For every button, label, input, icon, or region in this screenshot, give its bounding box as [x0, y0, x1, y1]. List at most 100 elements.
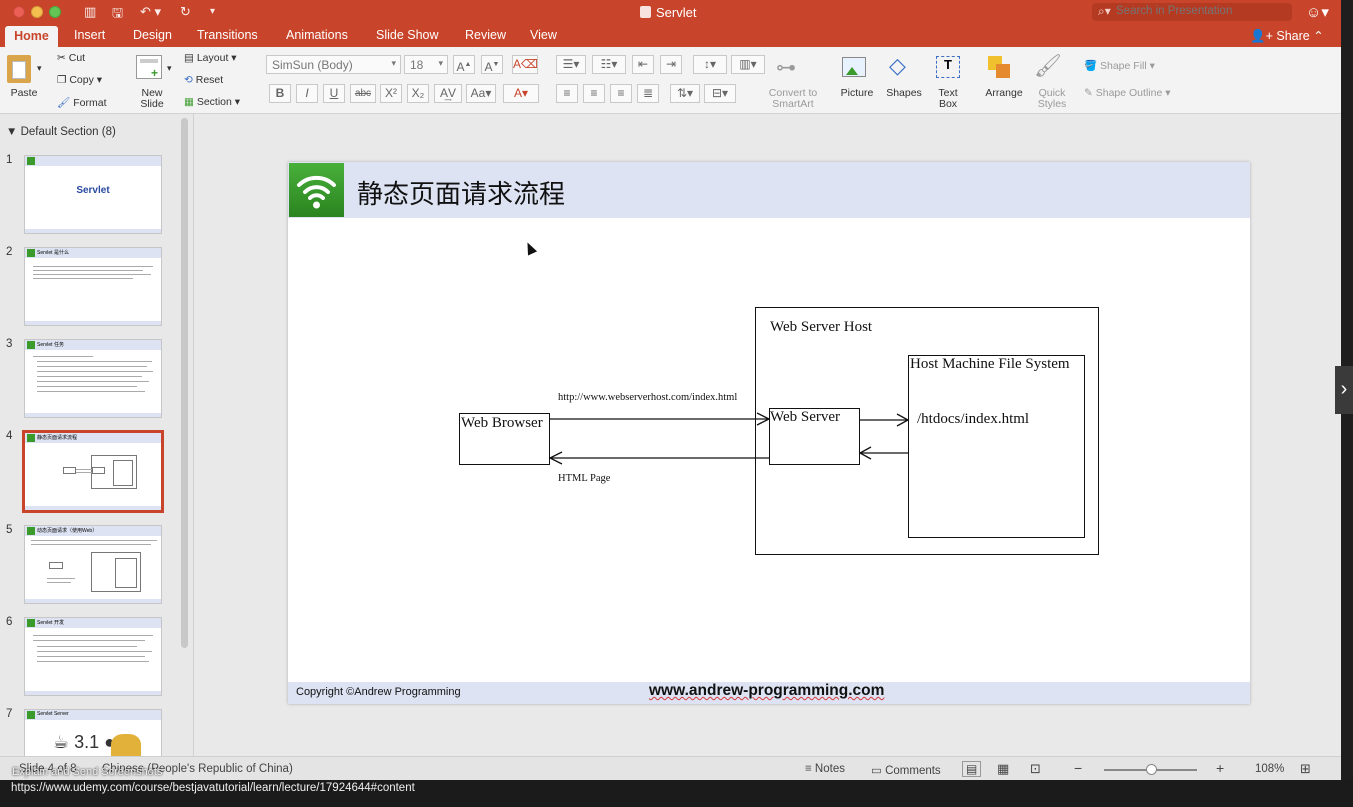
bullets-icon[interactable]: ☰▾: [556, 55, 586, 74]
align-text-icon[interactable]: ⊟▾: [704, 84, 736, 103]
section-header[interactable]: ▼ Default Section (8): [6, 126, 116, 138]
thumbnail-slide-1[interactable]: Servlet: [24, 155, 162, 234]
tab-slide-show[interactable]: Slide Show: [376, 28, 439, 42]
thumbnails-scrollbar[interactable]: [181, 118, 188, 648]
section-button[interactable]: ▦ Section ▾: [184, 96, 241, 108]
text-direction-icon[interactable]: ⇅▾: [670, 84, 700, 103]
align-left-icon[interactable]: ≡: [556, 84, 578, 103]
numbering-icon[interactable]: ☷▾: [592, 55, 626, 74]
new-slide-label[interactable]: New Slide: [140, 87, 164, 110]
tab-transitions[interactable]: Transitions: [197, 28, 258, 42]
shape-outline-button[interactable]: ✎ Shape Outline ▾: [1084, 87, 1171, 99]
underline-icon[interactable]: U: [323, 84, 345, 103]
tab-home[interactable]: Home: [5, 26, 58, 47]
quick-styles-icon[interactable]: 🖌: [1034, 53, 1062, 78]
redo-icon[interactable]: ↻: [180, 4, 191, 19]
format-painter-button[interactable]: 🖌 Format: [57, 96, 107, 109]
arrange-label[interactable]: Arrange: [985, 87, 1023, 99]
language-status[interactable]: Chinese (People's Republic of China): [102, 763, 293, 775]
font-color-icon[interactable]: A▾: [503, 84, 539, 103]
bold-icon[interactable]: B: [269, 84, 291, 103]
expand-panel-chevron-icon[interactable]: ›: [1335, 366, 1353, 414]
text-box-icon[interactable]: T: [936, 56, 960, 78]
paste-dropdown-icon[interactable]: ▾: [37, 63, 42, 73]
text-box-label[interactable]: Text Box: [938, 87, 958, 110]
increase-font-icon[interactable]: A▲: [453, 55, 475, 74]
arrange-icon[interactable]: [988, 56, 1012, 78]
paste-label[interactable]: Paste: [10, 87, 38, 99]
current-slide[interactable]: 静态页面请求流程 Web Server Host Host Machine Fi…: [288, 162, 1250, 704]
slide-sorter-icon[interactable]: ▦: [997, 761, 1010, 776]
align-right-icon[interactable]: ≡: [610, 84, 632, 103]
columns-icon[interactable]: ▥▾: [731, 55, 765, 74]
fit-to-window-icon[interactable]: ⊞: [1300, 761, 1311, 776]
reset-button[interactable]: ⟲ Reset: [184, 74, 223, 86]
line-spacing-icon[interactable]: ↕▾: [693, 55, 727, 74]
paste-icon[interactable]: [7, 55, 31, 83]
slide-editing-canvas[interactable]: 静态页面请求流程 Web Server Host Host Machine Fi…: [195, 114, 1341, 756]
character-spacing-icon[interactable]: A͢V: [434, 84, 462, 103]
notes-button[interactable]: ≡ Notes: [805, 763, 845, 775]
web-browser-box[interactable]: [459, 413, 550, 465]
decrease-font-icon[interactable]: A▼: [481, 55, 503, 74]
url-text[interactable]: https://www.udemy.com/course/bestjavatut…: [11, 782, 415, 794]
share-button[interactable]: 👤+ Share ⌃: [1250, 28, 1324, 44]
zoom-slider-knob[interactable]: [1146, 764, 1157, 775]
thumbnail-slide-6[interactable]: Servlet 开发: [24, 617, 162, 696]
italic-icon[interactable]: I: [296, 84, 318, 103]
tab-design[interactable]: Design: [133, 28, 172, 42]
strikethrough-icon[interactable]: abc: [350, 84, 376, 103]
thumbnail-slide-3[interactable]: Servlet 任务: [24, 339, 162, 418]
increase-indent-icon[interactable]: ⇥: [660, 55, 682, 74]
subscript-icon[interactable]: X₂: [407, 84, 429, 103]
shapes-label[interactable]: Shapes: [886, 87, 922, 99]
web-server-box[interactable]: [769, 408, 860, 465]
customize-toolbar-icon[interactable]: ▾: [210, 6, 216, 17]
search-box[interactable]: ⌕▾: [1092, 3, 1292, 21]
new-slide-dropdown-icon[interactable]: ▾: [167, 63, 172, 73]
slide-title[interactable]: 静态页面请求流程: [357, 180, 566, 210]
close-window-button[interactable]: [13, 6, 25, 18]
file-system-box[interactable]: [908, 355, 1085, 538]
new-slide-icon[interactable]: +: [136, 55, 162, 80]
superscript-icon[interactable]: X²: [380, 84, 402, 103]
align-center-icon[interactable]: ≡: [583, 84, 605, 103]
tab-animations[interactable]: Animations: [286, 28, 348, 42]
collapse-ribbon-icon[interactable]: ⌃: [1313, 29, 1324, 43]
picture-label[interactable]: Picture: [840, 87, 874, 99]
zoom-out-icon[interactable]: −: [1074, 760, 1083, 776]
clear-formatting-icon[interactable]: A⌫: [512, 55, 538, 74]
layout-button[interactable]: ▤ Layout ▾: [184, 52, 237, 64]
comments-button[interactable]: ▭ Comments: [871, 763, 941, 777]
reading-view-icon[interactable]: ⊡: [1030, 761, 1041, 776]
convert-smartart-label[interactable]: Convert to SmartArt: [768, 87, 818, 110]
maximize-window-button[interactable]: [49, 6, 61, 18]
save-icon[interactable]: 🖫: [112, 5, 124, 20]
tab-review[interactable]: Review: [465, 28, 506, 42]
normal-view-icon[interactable]: ▤: [962, 761, 982, 777]
minimize-window-button[interactable]: [31, 6, 43, 18]
quick-styles-label[interactable]: Quick Styles: [1037, 87, 1067, 110]
picture-icon[interactable]: [842, 57, 866, 77]
zoom-in-icon[interactable]: +: [1216, 760, 1225, 776]
copy-button[interactable]: ❐ Copy ▾: [57, 74, 103, 86]
shapes-icon[interactable]: ◇: [889, 53, 906, 78]
search-input[interactable]: [1116, 5, 1286, 17]
zoom-level[interactable]: 108%: [1255, 763, 1285, 775]
font-name-select[interactable]: SimSun (Body)▾: [266, 55, 401, 74]
justify-icon[interactable]: ≣: [637, 84, 659, 103]
smartart-icon[interactable]: ⊶: [776, 57, 796, 79]
shape-fill-button[interactable]: 🪣 Shape Fill ▾: [1084, 60, 1155, 72]
undo-icon[interactable]: ↶ ▾: [140, 4, 162, 19]
tab-insert[interactable]: Insert: [74, 28, 106, 42]
change-case-icon[interactable]: Aa▾: [466, 84, 496, 103]
decrease-indent-icon[interactable]: ⇤: [632, 55, 654, 74]
font-size-select[interactable]: 18▾: [404, 55, 448, 74]
thumbnail-slide-4[interactable]: 静态页面请求流程: [22, 430, 164, 513]
feedback-smiley-icon[interactable]: ☺▾: [1306, 4, 1329, 21]
thumbnail-slide-7[interactable]: Servlet Server ☕ 3.1 ●: [24, 709, 162, 756]
tab-view[interactable]: View: [530, 28, 557, 42]
cut-button[interactable]: ✂ Cut: [57, 52, 85, 64]
thumbnail-slide-2[interactable]: Servlet 是什么: [24, 247, 162, 326]
thumbnail-slide-5[interactable]: 动态页面请求（使用Web）: [24, 525, 162, 604]
